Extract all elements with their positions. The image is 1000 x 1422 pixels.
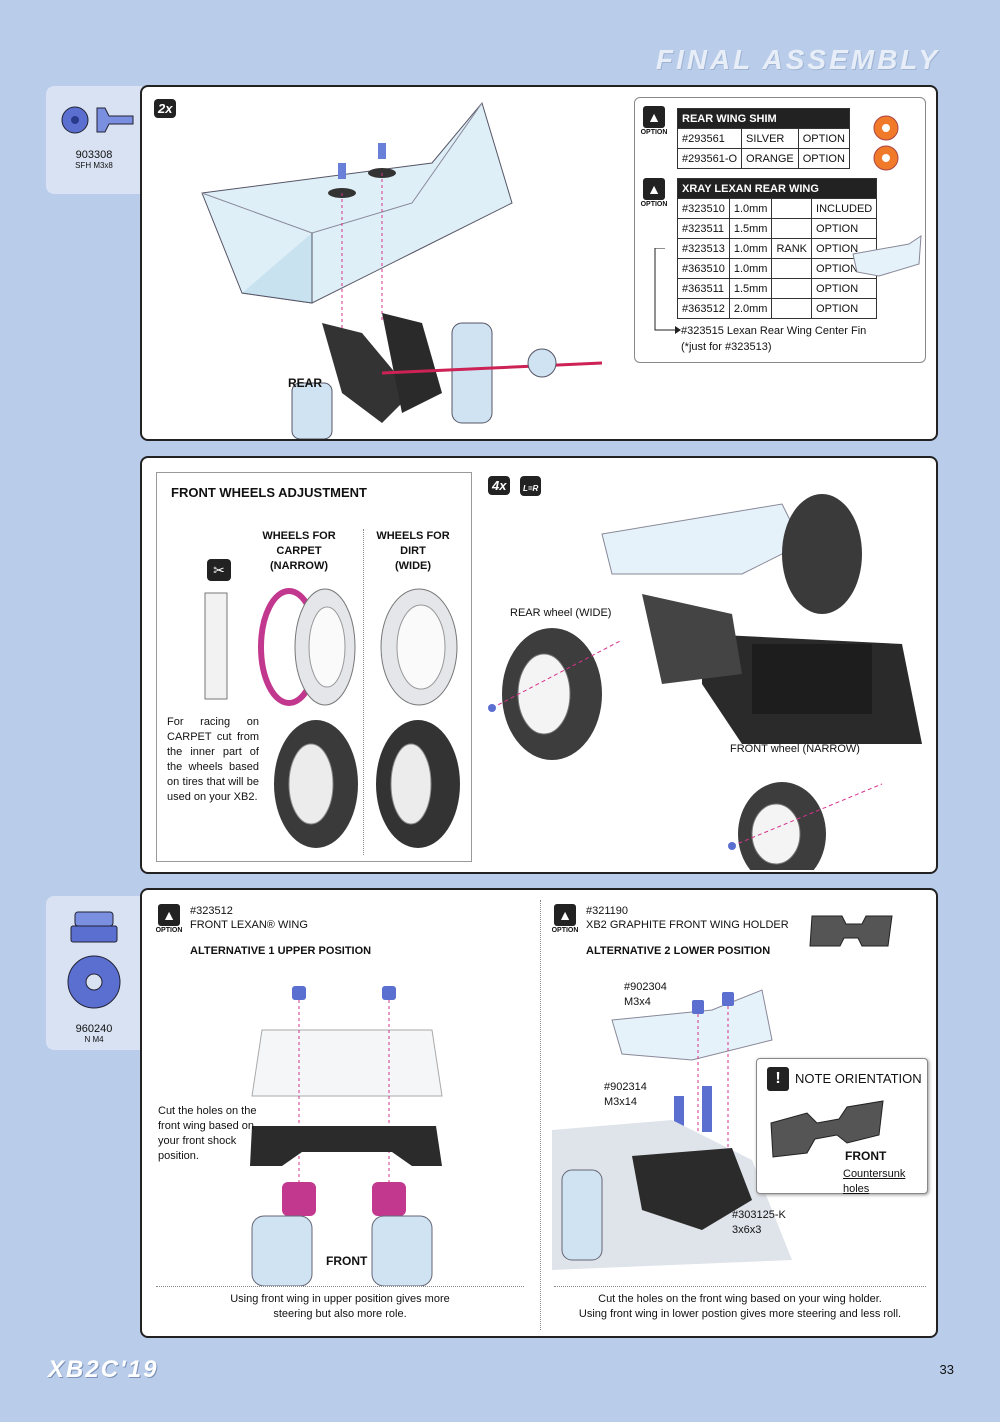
thumbs-up-icon: ▲ bbox=[643, 106, 665, 128]
option-icon: ▲ OPTION bbox=[639, 178, 669, 208]
footer-logo: XB2C'19 bbox=[48, 1356, 159, 1383]
carpet-note: For racing on CARPET cut from the inner … bbox=[167, 716, 259, 803]
divider bbox=[540, 900, 541, 1330]
lower-position-illustration bbox=[552, 989, 792, 1270]
note-title: NOTE ORIENTATION bbox=[795, 1071, 922, 1086]
option-icon: ▲ OPTION bbox=[639, 106, 669, 136]
front-label: FRONT bbox=[845, 1149, 887, 1163]
wing-table-title: XRAY LEXAN REAR WING bbox=[676, 178, 878, 199]
step-panel-front-wing: ▲ OPTION #323512 FRONT LEXAN® WING ALTER… bbox=[140, 888, 938, 1338]
caption: Using front wing in upper position gives… bbox=[230, 1293, 450, 1320]
part-number: #323512 bbox=[190, 905, 233, 917]
carpet-wheel-parts bbox=[204, 588, 356, 706]
alternative-heading: ALTERNATIVE 2 LOWER POSITION bbox=[586, 945, 771, 957]
dirt-tire bbox=[376, 720, 460, 848]
part-tab-nut: 960240 N M4 bbox=[46, 896, 142, 1050]
bracket-arrow-icon bbox=[654, 248, 681, 334]
box-title: FRONT WHEELS ADJUSTMENT bbox=[171, 485, 367, 500]
carpet-label: WHEELS FOR CARPET(NARROW) bbox=[262, 530, 336, 572]
quantity-badge: 2x bbox=[154, 99, 177, 118]
carpet-tire bbox=[274, 720, 358, 848]
part-number: 960240 bbox=[75, 1023, 113, 1035]
lexan-wing-icon bbox=[852, 235, 922, 277]
nut-washer-icon bbox=[67, 911, 121, 1009]
front-wheel-label: FRONT wheel (NARROW) bbox=[730, 743, 860, 755]
part-name: FRONT LEXAN® WING bbox=[190, 919, 308, 931]
dirt-wheel-rim bbox=[380, 588, 458, 706]
thumbs-up-icon: ▲ bbox=[554, 904, 576, 926]
cut-holes-note: Cut the holes on the front wing based on… bbox=[158, 1105, 257, 1162]
divider bbox=[156, 1286, 524, 1287]
wing-shim-icon bbox=[873, 115, 899, 171]
holder-orientation-icon bbox=[770, 1100, 884, 1158]
flat-head-screw-icon bbox=[61, 106, 134, 134]
divider bbox=[554, 1286, 926, 1287]
part-number: 903308 bbox=[75, 149, 113, 161]
part-desc: SFH M3x8 bbox=[75, 161, 113, 170]
center-fin-subnote: (*just for #323513) bbox=[681, 341, 772, 353]
page-number: 33 bbox=[939, 1362, 954, 1377]
alternative-heading: ALTERNATIVE 1 UPPER POSITION bbox=[190, 945, 372, 957]
rear-wing-illustration bbox=[201, 101, 603, 439]
rear-wheel-label: REAR wheel (WIDE) bbox=[510, 607, 612, 619]
part-name: XB2 GRAPHITE FRONT WING HOLDER bbox=[586, 919, 789, 931]
countersunk-label: Countersunk holes bbox=[843, 1168, 906, 1195]
part-tab-screw: 903308 SFH M3x8 bbox=[46, 86, 142, 194]
front-label: FRONT bbox=[326, 1254, 368, 1268]
part-desc: N M4 bbox=[84, 1035, 104, 1044]
option-icon: ▲ OPTION bbox=[154, 904, 184, 934]
note-orientation-box: ! NOTE ORIENTATION FRONT Countersunk hol… bbox=[756, 1058, 928, 1195]
step-panel-wheels: FRONT WHEELS ADJUSTMENT WHEELS FOR CARPE… bbox=[140, 456, 938, 874]
caption: Cut the holes on the front wing based on… bbox=[578, 1293, 902, 1320]
wing-holder-icon bbox=[809, 915, 893, 947]
divider bbox=[363, 529, 364, 855]
page-title: FINAL ASSEMBLY bbox=[655, 44, 940, 75]
option-icon: ▲ OPTION bbox=[550, 904, 580, 934]
center-fin-note: #323515 Lexan Rear Wing Center Fin bbox=[681, 325, 867, 337]
part-number: #321190 bbox=[586, 905, 629, 917]
warning-icon: ! bbox=[767, 1067, 789, 1091]
thumbs-up-icon: ▲ bbox=[643, 178, 665, 200]
upper-position-illustration bbox=[250, 986, 443, 1286]
wheels-adjustment-box: FRONT WHEELS ADJUSTMENT WHEELS FOR CARPE… bbox=[156, 472, 472, 862]
shim-table-title: REAR WING SHIM bbox=[677, 108, 850, 129]
quantity-badge: 4x bbox=[488, 476, 511, 495]
rear-label: REAR bbox=[288, 376, 323, 390]
cut-icon: ✂ bbox=[207, 559, 231, 581]
thumbs-up-icon: ▲ bbox=[158, 904, 180, 926]
left-equals-right-badge: L=R bbox=[520, 476, 542, 496]
buggy-wheels-illustration bbox=[488, 494, 922, 870]
dirt-label: WHEELS FOR DIRT(WIDE) bbox=[376, 530, 450, 572]
